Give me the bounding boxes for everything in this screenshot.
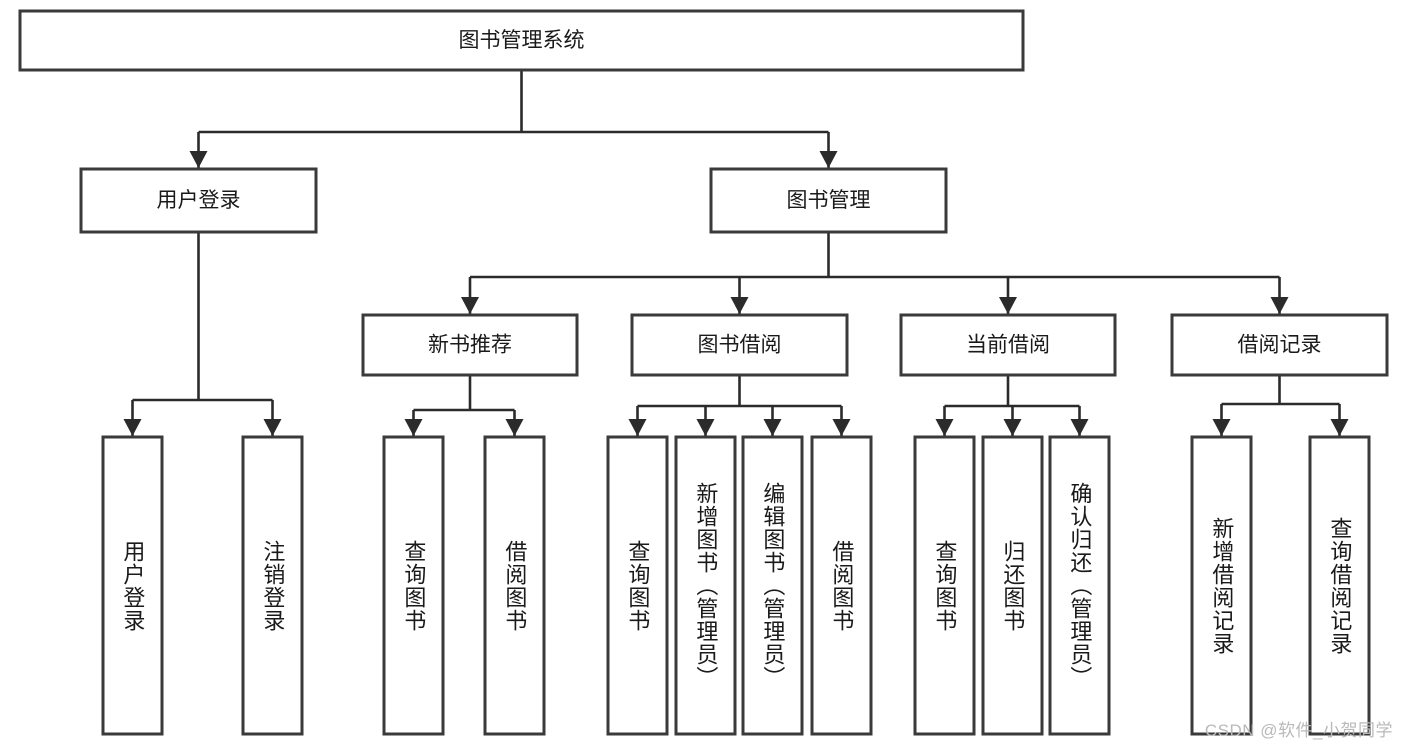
- arrow-head-13: [999, 297, 1017, 314]
- node-level3-0-box[interactable]: [361, 313, 579, 377]
- arrow-head-33: [696, 419, 715, 436]
- arrow-head-5: [819, 151, 838, 168]
- node-level2-0[interactable]: [79, 167, 318, 234]
- arrow-head-41: [935, 419, 954, 436]
- node-root-label: 图书管理系统: [459, 29, 585, 52]
- arrow-head-31: [628, 419, 647, 436]
- node-leaf-4-box[interactable]: [606, 435, 669, 736]
- node-leaf-10-box[interactable]: [1048, 435, 1111, 736]
- arrow-head-49: [1212, 419, 1231, 436]
- node-leaf-4[interactable]: [606, 435, 669, 736]
- arrow-head-37: [832, 419, 851, 436]
- node-level3-2[interactable]: [899, 313, 1117, 377]
- node-level2-0-box[interactable]: [79, 167, 318, 234]
- arrow-head-19: [123, 419, 142, 436]
- node-level3-2-label: 当前借阅: [966, 334, 1050, 357]
- node-level3-3-box[interactable]: [1170, 313, 1389, 377]
- node-level3-1-box[interactable]: [630, 313, 849, 377]
- node-leaf-11[interactable]: [1190, 435, 1253, 736]
- node-leaf-3[interactable]: [483, 435, 546, 736]
- arrow-head-21: [263, 419, 282, 436]
- arrow-head-35: [763, 419, 782, 436]
- arrow-head-11: [730, 297, 749, 314]
- node-level3-1[interactable]: [630, 313, 849, 377]
- node-level3-3-label: 借阅记录: [1238, 334, 1322, 357]
- arrow-head-3: [189, 151, 208, 168]
- node-leaf-11-box[interactable]: [1190, 435, 1253, 736]
- node-level3-0-label: 新书推荐: [428, 334, 512, 357]
- arrow-head-27: [505, 419, 524, 436]
- node-leaf-12-box[interactable]: [1308, 435, 1371, 736]
- node-leaf-3-box[interactable]: [483, 435, 546, 736]
- watermark: CSDN @软件_小贺同学: [1204, 721, 1393, 740]
- connectors-layer: [123, 70, 1349, 436]
- arrow-head-51: [1330, 419, 1349, 436]
- node-leaf-9[interactable]: [981, 435, 1044, 736]
- node-leaf-12[interactable]: [1308, 435, 1371, 736]
- node-leaf-8[interactable]: [913, 435, 976, 736]
- node-leaf-6[interactable]: [741, 435, 804, 736]
- arrow-head-25: [404, 419, 423, 436]
- arrow-head-45: [1070, 419, 1089, 436]
- node-leaf-7[interactable]: [810, 435, 873, 736]
- arrow-head-43: [1003, 419, 1022, 436]
- node-root[interactable]: [18, 9, 1025, 72]
- node-leaf-0-box[interactable]: [101, 435, 164, 736]
- node-leaf-0[interactable]: [101, 435, 164, 736]
- node-leaf-10[interactable]: [1048, 435, 1111, 736]
- node-level3-2-box[interactable]: [899, 313, 1117, 377]
- node-level3-0[interactable]: [361, 313, 579, 377]
- node-leaf-2-box[interactable]: [382, 435, 445, 736]
- node-leaf-7-box[interactable]: [810, 435, 873, 736]
- node-level2-1-label: 图书管理: [787, 189, 871, 212]
- node-level3-1-label: 图书借阅: [698, 334, 782, 357]
- arrow-head-9: [461, 297, 479, 314]
- node-level2-0-label: 用户登录: [157, 189, 241, 212]
- node-level3-3[interactable]: [1170, 313, 1389, 377]
- node-leaf-5-box[interactable]: [674, 435, 737, 736]
- arrow-head-15: [1270, 297, 1289, 314]
- node-leaf-1[interactable]: [241, 435, 304, 736]
- node-leaf-8-box[interactable]: [913, 435, 976, 736]
- node-level2-1[interactable]: [709, 167, 948, 234]
- node-leaf-5[interactable]: [674, 435, 737, 736]
- node-root-box[interactable]: [18, 9, 1025, 72]
- node-leaf-1-box[interactable]: [241, 435, 304, 736]
- node-leaf-6-box[interactable]: [741, 435, 804, 736]
- node-level2-1-box[interactable]: [709, 167, 948, 234]
- node-leaf-9-box[interactable]: [981, 435, 1044, 736]
- node-leaf-2[interactable]: [382, 435, 445, 736]
